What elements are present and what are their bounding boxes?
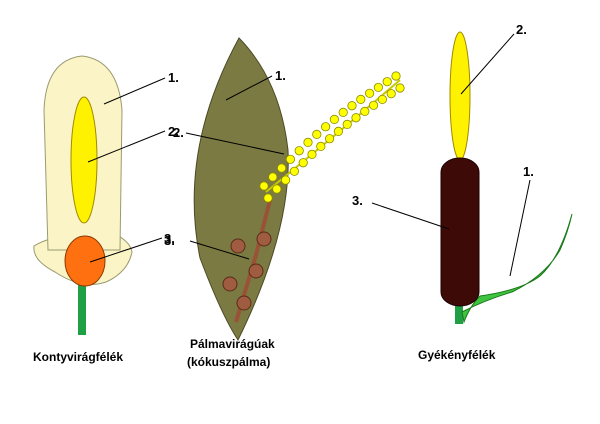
flower-bud — [351, 113, 361, 123]
flower-bud — [347, 101, 357, 111]
label-2: 2. — [173, 125, 184, 140]
caption-kokuszpalma: (kókuszpálma) — [187, 355, 270, 369]
flower-bud — [382, 77, 392, 87]
flower-bud — [272, 184, 282, 194]
leader-line-1 — [509, 179, 531, 277]
flower-bud — [307, 149, 317, 160]
flower-bud — [324, 134, 335, 144]
coconut-fruit — [256, 231, 272, 247]
flower-bud — [320, 122, 331, 132]
label-1: 1. — [168, 70, 179, 85]
flower-bud — [316, 141, 326, 151]
leader-line-2 — [185, 132, 285, 155]
flower-cluster — [259, 71, 405, 203]
leader-line-2 — [460, 33, 515, 95]
flower-bud — [395, 83, 405, 93]
palm-spathe — [193, 37, 289, 342]
flower-bud — [289, 166, 299, 176]
caption-gyekenyfelek: Gyékényfélék — [418, 348, 496, 362]
flower-bud — [285, 154, 295, 164]
flower-bud — [386, 89, 396, 99]
stem — [455, 296, 463, 324]
flower-branch — [259, 71, 405, 203]
flower-bud — [268, 172, 278, 182]
flower-bud — [280, 175, 291, 185]
caption-kontyviragfelek: Kontyvirágfélék — [33, 350, 123, 364]
label-2: 2. — [168, 124, 179, 139]
leader-line-1 — [103, 77, 166, 105]
coconut-fruit — [236, 295, 252, 311]
leader-line-3 — [89, 237, 163, 263]
flower-bud — [356, 94, 366, 104]
spadix — [70, 96, 98, 224]
flower-bud — [342, 119, 352, 129]
flower-bud — [377, 94, 387, 105]
stem — [78, 283, 86, 335]
flower-bud — [373, 82, 383, 93]
coconut-fruit — [248, 263, 264, 279]
label-2: 2. — [516, 22, 527, 37]
flower-bud — [259, 181, 269, 191]
label-1: 1. — [275, 68, 286, 83]
flower-bud — [303, 137, 313, 148]
flower-bud — [276, 163, 287, 173]
leader-line-2 — [87, 130, 166, 163]
leaf — [461, 213, 573, 324]
coconut-fruit — [230, 238, 246, 254]
leader-line-1 — [225, 75, 273, 101]
flower-bud — [360, 106, 370, 116]
panel-gyekenyfelek: 1. 2. 3. Gyékényfélék — [352, 22, 573, 362]
flower-bud — [312, 129, 322, 139]
flower-bud — [364, 88, 375, 98]
flower-bud — [294, 146, 304, 156]
label-3: 3. — [164, 231, 175, 246]
flower-bud — [338, 107, 348, 117]
label-3: 3. — [352, 193, 363, 208]
female-spike — [440, 157, 480, 307]
flower-bud — [391, 71, 401, 81]
male-spike — [449, 31, 471, 161]
flower-bud — [333, 126, 343, 136]
flower-bud — [298, 158, 308, 168]
panel-palmaviraguak: 1. 2. 3. Pálmavirágúak (kókuszpálma) — [164, 37, 405, 369]
coconut-fruit — [222, 276, 238, 292]
female-flower-zone — [64, 235, 106, 287]
label-3: 3. — [164, 233, 175, 248]
panel-kontyviragfelek: 1. 2. 3. Kontyvirágfélék — [33, 55, 179, 364]
fruit-branch — [222, 199, 272, 323]
leader-line-3 — [371, 202, 450, 230]
label-1: 1. — [523, 164, 534, 179]
caption-palmaviraguak: Pálmavirágúak — [190, 337, 275, 351]
leader-line-3 — [189, 240, 250, 260]
flower-bud — [329, 114, 339, 124]
flower-bud — [368, 100, 379, 110]
flower-bud — [263, 193, 273, 203]
